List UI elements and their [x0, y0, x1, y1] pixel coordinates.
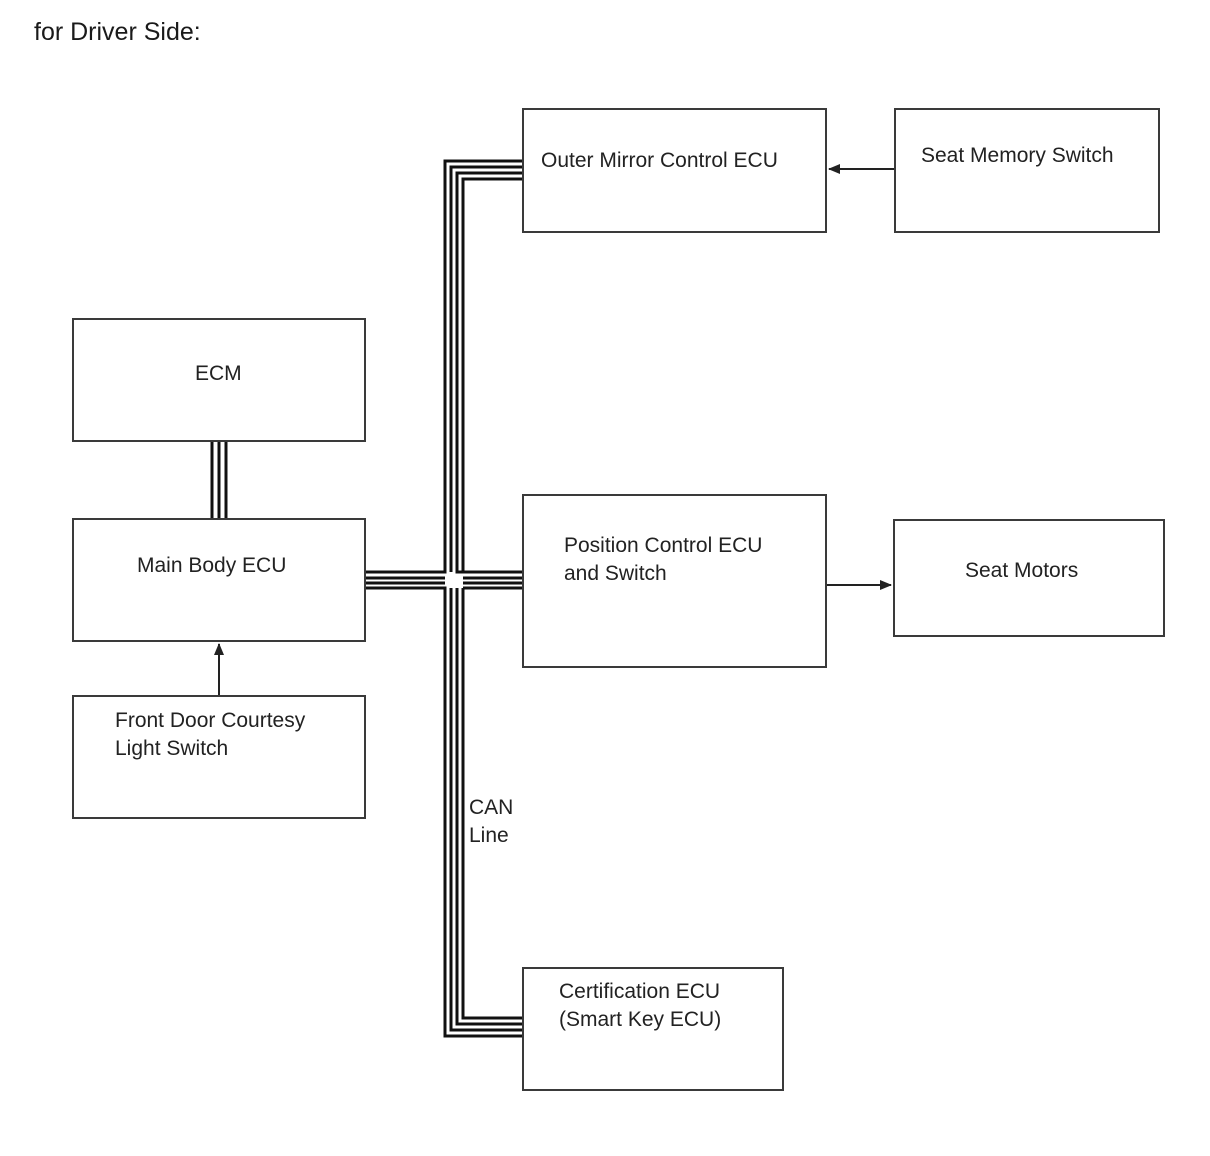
- certification-ecu-box: Certification ECU (Smart Key ECU): [522, 967, 784, 1091]
- can-line-label-line1: CAN: [469, 796, 514, 819]
- outer-mirror-control-ecu-box: Outer Mirror Control ECU: [522, 108, 827, 233]
- front-door-courtesy-label-line2: Light Switch: [115, 737, 229, 760]
- front-door-courtesy-light-switch-box: Front Door Courtesy Light Switch: [72, 695, 366, 819]
- position-control-ecu-label-line2: and Switch: [564, 562, 667, 585]
- can-bus: [366, 159, 522, 1038]
- certification-ecu-label-line2: (Smart Key ECU): [559, 1008, 722, 1031]
- can-line-label-line2: Line: [469, 824, 509, 847]
- main-body-ecu-box: Main Body ECU: [72, 518, 366, 642]
- certification-ecu-label-line1: Certification ECU: [559, 980, 721, 1003]
- seat-memory-switch-box: Seat Memory Switch: [894, 108, 1160, 233]
- outer-mirror-control-ecu-label: Outer Mirror Control ECU: [541, 149, 778, 172]
- ecm-box: ECM: [72, 318, 366, 442]
- seat-memory-switch-label: Seat Memory Switch: [921, 144, 1114, 167]
- ecm-label: ECM: [195, 362, 242, 385]
- diagram-heading: for Driver Side:: [34, 18, 201, 46]
- ecm-link: [210, 441, 228, 518]
- main-body-ecu-label: Main Body ECU: [137, 554, 287, 577]
- position-control-ecu-box: Position Control ECU and Switch: [522, 494, 827, 668]
- seat-motors-label: Seat Motors: [965, 559, 1079, 582]
- front-door-courtesy-label-line1: Front Door Courtesy: [115, 709, 306, 732]
- seat-motors-box: Seat Motors: [893, 519, 1165, 637]
- position-control-ecu-label-line1: Position Control ECU: [564, 534, 763, 557]
